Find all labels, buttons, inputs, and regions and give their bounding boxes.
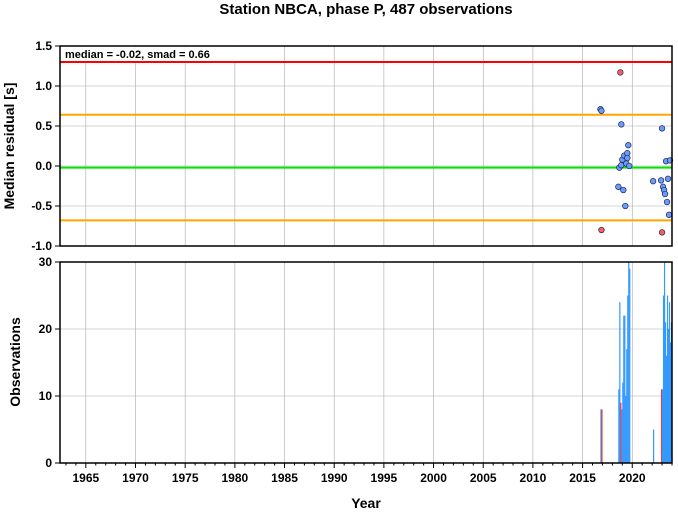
observations-bar bbox=[600, 409, 602, 463]
x-tick-label: 2010 bbox=[520, 471, 547, 485]
residual-point bbox=[626, 162, 633, 170]
residual-y-tick-label: -0.5 bbox=[31, 199, 52, 213]
residual-panel: median = -0.02, smad = 0.66 -1.0 -0.5 0.0 0… bbox=[1, 39, 674, 253]
residual-annotation-box bbox=[61, 47, 245, 61]
residual-y-tick-label: -1.0 bbox=[31, 239, 52, 253]
residual-point bbox=[664, 175, 672, 182]
observations-bar-outlier bbox=[601, 409, 603, 463]
observations-bar bbox=[621, 409, 623, 463]
residual-grid bbox=[60, 45, 672, 247]
x-tick-label: 1965 bbox=[72, 471, 99, 485]
observations-bar bbox=[622, 382, 624, 463]
residual-point bbox=[625, 142, 632, 149]
residual-points bbox=[597, 69, 674, 236]
observations-bar bbox=[624, 315, 626, 463]
observations-panel: 0 10 20 30 1965 1970 1975 1980 1985 1990 1995 2000… bbox=[7, 255, 673, 511]
chart-title: Station NBCA, phase P, 487 observations bbox=[219, 1, 512, 18]
residual-point bbox=[624, 154, 631, 162]
x-tick-label: 2000 bbox=[420, 471, 447, 485]
observations-bar-outlier bbox=[620, 402, 622, 463]
residual-point bbox=[622, 202, 629, 210]
observations-bar bbox=[629, 268, 631, 463]
residual-point bbox=[620, 186, 627, 194]
observations-bar bbox=[661, 389, 664, 463]
residual-point bbox=[663, 198, 671, 206]
observations-bar bbox=[662, 295, 665, 463]
residual-reference-lines bbox=[60, 61, 672, 222]
residual-y-tick-label: 1.0 bbox=[35, 79, 52, 93]
residual-y-tick-label: 1.5 bbox=[35, 39, 52, 53]
observations-y-tick-label: 20 bbox=[39, 322, 53, 336]
residual-point bbox=[649, 178, 657, 185]
residual-point bbox=[657, 177, 665, 184]
observations-bar bbox=[619, 302, 621, 463]
observations-bar bbox=[669, 342, 672, 463]
residual-plot-frame bbox=[59, 45, 673, 247]
observations-bar bbox=[663, 262, 666, 463]
observations-bar bbox=[667, 329, 670, 463]
residual-annotation: median = -0.02, smad = 0.66 bbox=[65, 49, 210, 61]
observations-bar bbox=[623, 315, 625, 463]
x-tick-label: 1990 bbox=[321, 471, 348, 485]
residual-point-outlier bbox=[598, 226, 605, 234]
residual-point bbox=[618, 121, 625, 128]
observations-y-tick-label: 30 bbox=[39, 255, 53, 269]
residual-point-outlier bbox=[617, 69, 624, 76]
observations-bars bbox=[600, 262, 673, 463]
observations-bar bbox=[653, 429, 655, 463]
residual-y-ticks: -1.0 -0.5 0.0 0.5 1.0 1.5 bbox=[31, 39, 60, 253]
residual-point bbox=[658, 125, 666, 132]
observations-bar bbox=[664, 322, 667, 463]
x-tick-label: 1985 bbox=[271, 471, 298, 485]
observations-plot-frame bbox=[59, 261, 673, 464]
residual-point bbox=[665, 211, 673, 218]
x-tick-label: 1970 bbox=[122, 471, 149, 485]
observations-bar bbox=[666, 295, 669, 463]
x-tick-label: 1995 bbox=[371, 471, 398, 485]
residual-y-tick-label: 0.0 bbox=[35, 159, 52, 173]
residual-point bbox=[598, 107, 605, 114]
observations-bar bbox=[628, 262, 630, 463]
x-tick-label: 2015 bbox=[569, 471, 596, 485]
observations-bar bbox=[625, 396, 627, 463]
x-tick-label: 2005 bbox=[470, 471, 497, 485]
x-axis-label: Year bbox=[351, 495, 381, 511]
x-tick-label: 1980 bbox=[222, 471, 249, 485]
observations-y-tick-label: 10 bbox=[39, 389, 53, 403]
observations-bar bbox=[668, 302, 671, 463]
residual-point bbox=[661, 190, 669, 198]
residual-y-tick-label: 0.5 bbox=[35, 119, 52, 133]
observations-bar bbox=[626, 349, 628, 463]
residual-point-outlier bbox=[658, 229, 666, 236]
residual-point bbox=[615, 183, 622, 190]
observations-bar bbox=[665, 355, 668, 463]
observations-y-axis-label: Observations bbox=[7, 317, 23, 407]
observations-bar-outlier bbox=[660, 389, 663, 463]
x-tick-label: 2020 bbox=[619, 471, 646, 485]
observations-y-tick-label: 0 bbox=[45, 456, 52, 470]
observations-x-ticks: 1965 1970 1975 1980 1985 1990 1995 2000 2005 2010… bbox=[65, 463, 673, 485]
observations-grid bbox=[60, 261, 672, 464]
x-tick-label: 1975 bbox=[172, 471, 199, 485]
observations-bar bbox=[618, 389, 620, 463]
observations-y-ticks: 0 10 20 30 bbox=[39, 255, 60, 470]
observations-bar bbox=[627, 295, 629, 463]
residual-y-axis-label: Median residual [s] bbox=[1, 83, 17, 210]
